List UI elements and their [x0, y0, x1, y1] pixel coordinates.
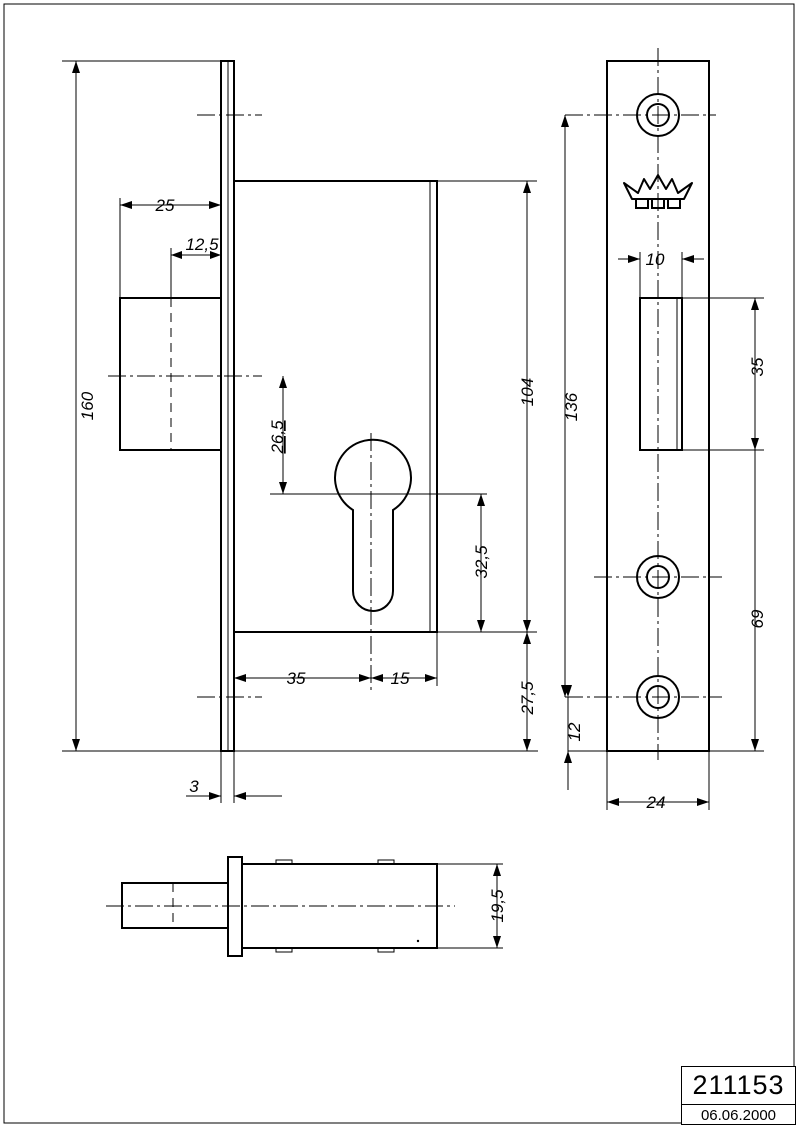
- drawing-date: 06.06.2000: [682, 1104, 795, 1124]
- dim-cylinder-right: 15: [391, 669, 410, 688]
- dim-cylinder-drop: 32,5: [472, 545, 491, 579]
- dim-faceplate-thickness: 3: [189, 777, 199, 796]
- front-view: 10 136 35 69 12 24: [561, 48, 767, 812]
- dim-backset: 35: [287, 669, 306, 688]
- bolt-opening: [639, 297, 683, 451]
- lock-case: [233, 180, 438, 633]
- drawing-number: 211153: [692, 1070, 785, 1100]
- crown-icon: [623, 174, 693, 209]
- dim-bolt-half: 12,5: [185, 235, 219, 254]
- dim-overall-height: 160: [78, 391, 97, 420]
- dim-bolt-throw: 25: [155, 196, 175, 215]
- dim-bolt-width: 10: [646, 250, 665, 269]
- dim-bolt-center: 26,5: [268, 420, 287, 455]
- title-block: 211153 06.06.2000: [681, 1066, 796, 1125]
- screw-hole-middle: [594, 555, 722, 599]
- sheet-border: [3, 3, 795, 1124]
- screw-hole-bottom: [565, 675, 722, 719]
- dim-bottom-screw: 12: [565, 722, 584, 741]
- dim-case-height: 104: [518, 378, 537, 406]
- side-view: 160 25 12,5 26,5 104 32,5 27,5: [62, 60, 538, 803]
- dim-bolt-height: 35: [748, 357, 767, 376]
- dim-screw-spacing: 136: [562, 392, 581, 421]
- screw-hole-top: [565, 93, 716, 137]
- dim-bottom-offset: 27,5: [518, 681, 537, 716]
- cylinder-keyhole: [334, 438, 412, 612]
- dim-lower-distance: 69: [748, 609, 767, 628]
- bottom-view: 19,5: [106, 856, 507, 957]
- dim-case-depth: 19,5: [488, 889, 507, 923]
- dim-faceplate-width: 24: [646, 793, 666, 812]
